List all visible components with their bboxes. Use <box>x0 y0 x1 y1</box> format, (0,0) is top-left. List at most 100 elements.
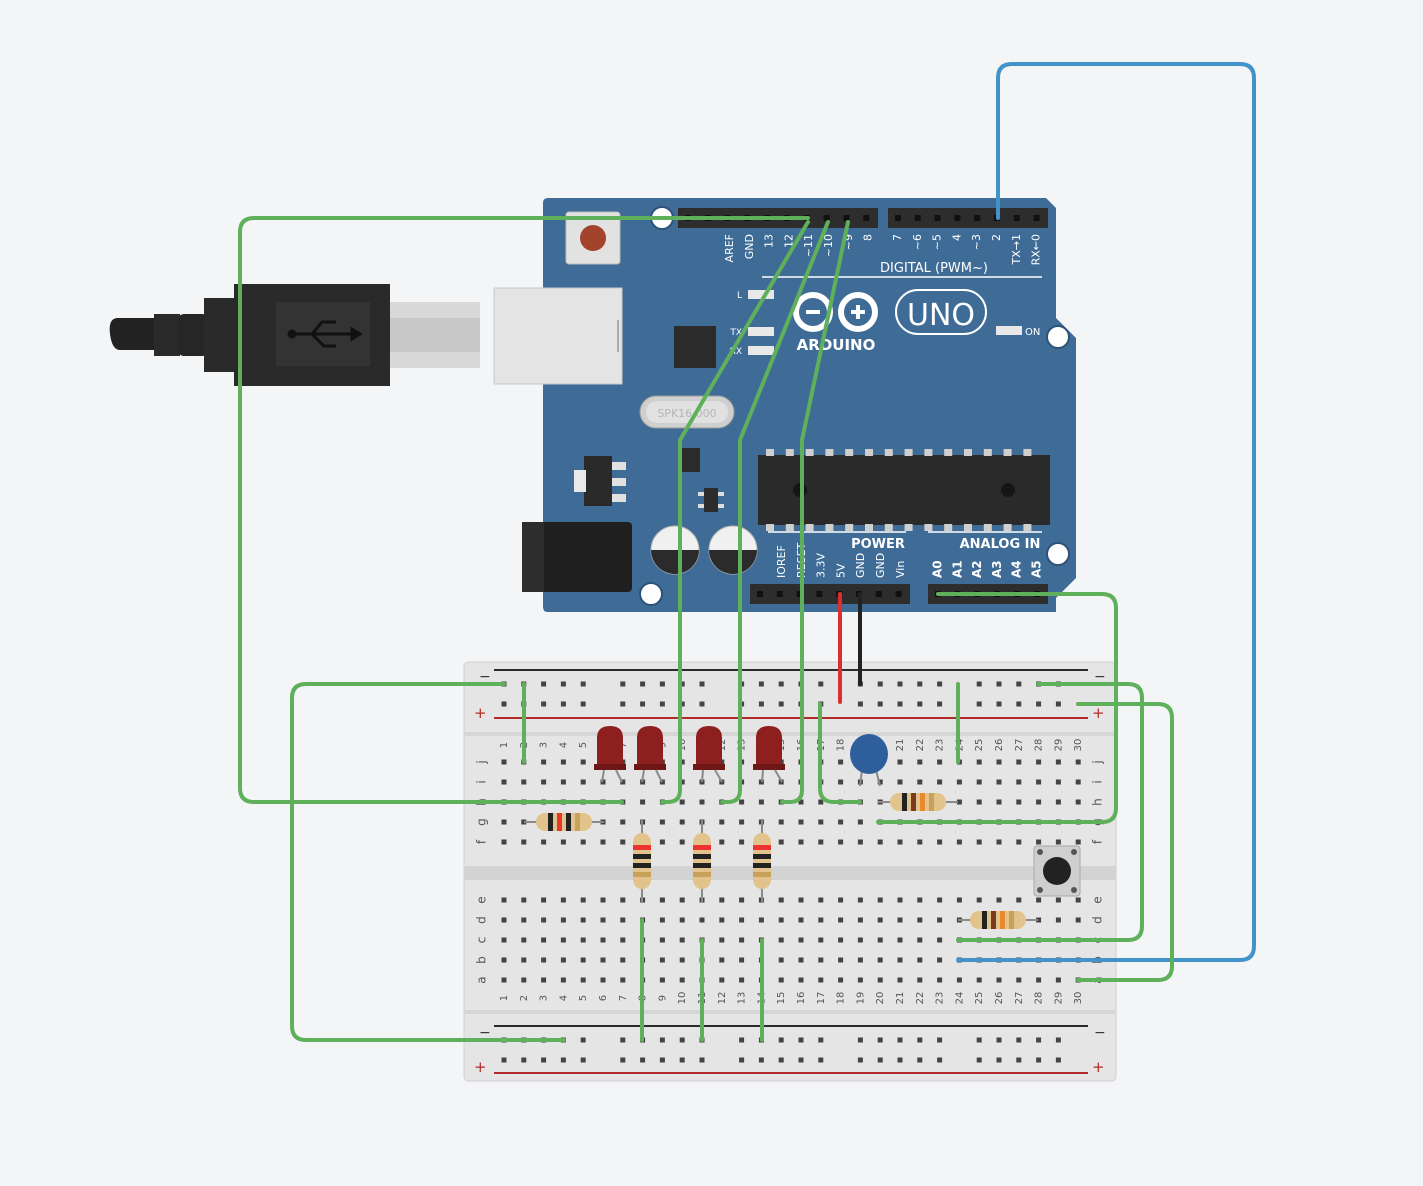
breadboard-hole[interactable] <box>699 799 705 805</box>
breadboard-hole[interactable] <box>818 917 824 923</box>
breadboard-hole[interactable] <box>778 819 784 825</box>
rail-hole[interactable] <box>897 1037 903 1043</box>
breadboard-hole[interactable] <box>600 839 606 845</box>
breadboard-hole[interactable] <box>580 957 586 963</box>
breadboard-hole[interactable] <box>560 937 566 943</box>
breadboard-hole[interactable] <box>838 897 844 903</box>
rail-hole[interactable] <box>917 1037 923 1043</box>
header-pin[interactable] <box>895 215 901 221</box>
rail-hole[interactable] <box>1055 1037 1061 1043</box>
breadboard-hole[interactable] <box>897 779 903 785</box>
breadboard-hole[interactable] <box>917 839 923 845</box>
rail-hole[interactable] <box>699 701 705 707</box>
breadboard-hole[interactable] <box>917 897 923 903</box>
breadboard-hole[interactable] <box>679 937 685 943</box>
rail-hole[interactable] <box>659 701 665 707</box>
header-pin[interactable] <box>954 215 961 221</box>
breadboard-hole[interactable] <box>996 799 1002 805</box>
header-pin[interactable] <box>974 215 981 221</box>
rail-hole[interactable] <box>679 701 685 707</box>
rail-hole[interactable] <box>976 1037 982 1043</box>
breadboard-hole[interactable] <box>541 917 547 923</box>
breadboard-hole[interactable] <box>897 937 903 943</box>
breadboard-hole[interactable] <box>679 839 685 845</box>
breadboard-hole[interactable] <box>620 937 626 943</box>
breadboard-hole[interactable] <box>600 957 606 963</box>
rail-hole[interactable] <box>541 681 547 687</box>
breadboard-hole[interactable] <box>838 917 844 923</box>
breadboard-hole[interactable] <box>501 779 507 785</box>
rail-hole[interactable] <box>739 1057 745 1063</box>
breadboard-hole[interactable] <box>679 799 685 805</box>
breadboard-hole[interactable] <box>758 917 764 923</box>
breadboard-hole[interactable] <box>897 977 903 983</box>
rail-hole[interactable] <box>897 1057 903 1063</box>
breadboard-hole[interactable] <box>739 799 745 805</box>
rail-hole[interactable] <box>659 1057 665 1063</box>
header-pin[interactable] <box>875 591 882 597</box>
rail-hole[interactable] <box>818 1037 824 1043</box>
breadboard-hole[interactable] <box>560 897 566 903</box>
rail-hole[interactable] <box>798 1037 804 1043</box>
rail-hole[interactable] <box>897 681 903 687</box>
breadboard-hole[interactable] <box>620 957 626 963</box>
rail-hole[interactable] <box>679 681 685 687</box>
rail-hole[interactable] <box>739 1037 745 1043</box>
breadboard-hole[interactable] <box>501 897 507 903</box>
rail-hole[interactable] <box>640 681 646 687</box>
breadboard-hole[interactable] <box>976 779 982 785</box>
rail-hole[interactable] <box>679 1037 685 1043</box>
breadboard-hole[interactable] <box>521 839 527 845</box>
breadboard-hole[interactable] <box>1036 897 1042 903</box>
rail-hole[interactable] <box>560 681 566 687</box>
breadboard-hole[interactable] <box>541 897 547 903</box>
breadboard-hole[interactable] <box>600 937 606 943</box>
breadboard-hole[interactable] <box>719 819 725 825</box>
breadboard-hole[interactable] <box>659 839 665 845</box>
breadboard-hole[interactable] <box>838 819 844 825</box>
breadboard-hole[interactable] <box>937 977 943 983</box>
header-pin[interactable] <box>914 215 921 221</box>
breadboard-hole[interactable] <box>937 759 943 765</box>
rail-hole[interactable] <box>620 1037 626 1043</box>
breadboard-hole[interactable] <box>996 897 1002 903</box>
breadboard-hole[interactable] <box>917 759 923 765</box>
breadboard-hole[interactable] <box>600 917 606 923</box>
rail-hole[interactable] <box>778 1037 784 1043</box>
rail-hole[interactable] <box>580 1057 586 1063</box>
breadboard-hole[interactable] <box>541 839 547 845</box>
breadboard-hole[interactable] <box>897 917 903 923</box>
breadboard-hole[interactable] <box>798 977 804 983</box>
header-pin[interactable] <box>757 591 763 597</box>
breadboard-hole[interactable] <box>1075 897 1081 903</box>
breadboard-hole[interactable] <box>501 819 507 825</box>
breadboard-hole[interactable] <box>838 779 844 785</box>
breadboard-hole[interactable] <box>838 957 844 963</box>
breadboard-hole[interactable] <box>818 897 824 903</box>
breadboard-hole[interactable] <box>620 819 626 825</box>
breadboard-hole[interactable] <box>679 779 685 785</box>
rail-hole[interactable] <box>976 701 982 707</box>
breadboard-hole[interactable] <box>838 839 844 845</box>
breadboard-hole[interactable] <box>996 977 1002 983</box>
breadboard-hole[interactable] <box>1075 917 1081 923</box>
rail-hole[interactable] <box>778 681 784 687</box>
breadboard-hole[interactable] <box>1036 839 1042 845</box>
rail-hole[interactable] <box>877 701 883 707</box>
rail-hole[interactable] <box>758 681 764 687</box>
breadboard-hole[interactable] <box>501 917 507 923</box>
breadboard-hole[interactable] <box>778 957 784 963</box>
breadboard-hole[interactable] <box>1016 977 1022 983</box>
breadboard-hole[interactable] <box>560 839 566 845</box>
rail-hole[interactable] <box>996 681 1002 687</box>
header-pin[interactable] <box>816 591 823 597</box>
breadboard-hole[interactable] <box>956 897 962 903</box>
breadboard-hole[interactable] <box>659 937 665 943</box>
rail-hole[interactable] <box>1036 1057 1042 1063</box>
breadboard-hole[interactable] <box>699 917 705 923</box>
breadboard-hole[interactable] <box>778 917 784 923</box>
breadboard-hole[interactable] <box>719 937 725 943</box>
breadboard-hole[interactable] <box>1036 759 1042 765</box>
breadboard-hole[interactable] <box>857 977 863 983</box>
rail-hole[interactable] <box>659 1037 665 1043</box>
